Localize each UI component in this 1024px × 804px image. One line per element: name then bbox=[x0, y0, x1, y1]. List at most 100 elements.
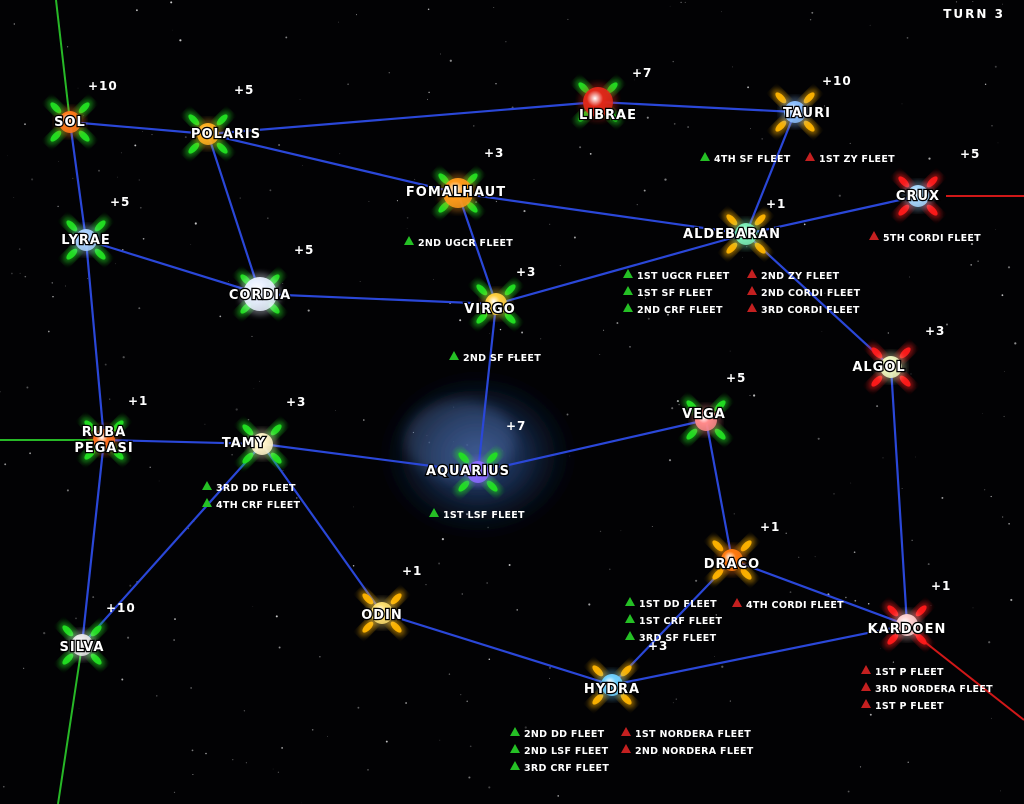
fleet-entry[interactable]: 1ST P FLEET bbox=[861, 665, 944, 678]
background-star bbox=[599, 530, 602, 533]
star-librae[interactable] bbox=[583, 87, 613, 117]
background-star bbox=[13, 196, 15, 198]
background-star bbox=[18, 248, 21, 250]
star-lyrae[interactable] bbox=[75, 229, 97, 251]
fleet-entry[interactable]: 2ND ZY FLEET bbox=[747, 269, 840, 282]
system-kardoen[interactable]: KARDOEN+1 bbox=[866, 579, 952, 651]
system-tamy[interactable]: TAMY+3 bbox=[221, 395, 307, 470]
system-hydra[interactable]: HYDRA+3 bbox=[583, 639, 668, 711]
system-silva[interactable]: SILVA+10 bbox=[56, 601, 136, 671]
star-tauri[interactable] bbox=[784, 101, 806, 123]
system-cordia[interactable]: CORDIA+5 bbox=[228, 243, 315, 320]
background-star bbox=[729, 350, 731, 352]
hyperlane bbox=[704, 419, 734, 561]
star-cordia[interactable] bbox=[243, 277, 277, 311]
background-star bbox=[251, 335, 253, 337]
fleet-name: 2ND UGCR FLEET bbox=[418, 238, 513, 249]
system-odin[interactable]: ODIN+1 bbox=[356, 564, 423, 639]
fleet-entry[interactable]: 1ST P FLEET bbox=[861, 699, 944, 712]
system-aquarius[interactable]: AQUARIUS+7 bbox=[425, 419, 526, 498]
hyperlane bbox=[611, 623, 908, 687]
background-star bbox=[466, 700, 468, 703]
star-aquarius[interactable] bbox=[467, 461, 489, 483]
star-silva[interactable] bbox=[71, 634, 93, 656]
star-tamy[interactable] bbox=[251, 433, 273, 455]
fleet-entry[interactable]: 4TH CRF FLEET bbox=[202, 498, 301, 511]
fleet-entry[interactable]: 1ST SF FLEET bbox=[623, 286, 713, 299]
fleet-name: 1ST UGCR FLEET bbox=[637, 271, 730, 282]
fleet-entry[interactable]: 2ND DD FLEET bbox=[510, 727, 605, 740]
fleet-entry[interactable]: 5TH CORDI FLEET bbox=[869, 231, 981, 244]
fleet-entry[interactable]: 1ST ZY FLEET bbox=[805, 152, 895, 165]
fleet-entry[interactable]: 1ST LSF FLEET bbox=[429, 508, 525, 521]
fleet-entry[interactable]: 3RD DD FLEET bbox=[202, 481, 296, 494]
background-star bbox=[363, 419, 365, 421]
background-star bbox=[838, 194, 841, 197]
system-librae[interactable]: LIBRAE+7 bbox=[572, 66, 653, 128]
system-name: ODIN bbox=[361, 608, 403, 623]
hyperlane bbox=[745, 233, 892, 368]
system-polaris[interactable]: POLARIS+5 bbox=[182, 83, 261, 160]
system-crux[interactable]: CRUX+5 bbox=[892, 147, 981, 222]
background-star bbox=[1004, 371, 1005, 372]
background-star bbox=[26, 386, 29, 389]
background-star bbox=[405, 702, 407, 704]
star-virgo[interactable] bbox=[485, 293, 507, 315]
background-star bbox=[559, 265, 561, 266]
background-star bbox=[573, 236, 576, 239]
star-ruba[interactable] bbox=[93, 429, 115, 451]
fleet-entry[interactable]: 1ST UGCR FLEET bbox=[623, 269, 730, 282]
star-kardoen[interactable] bbox=[896, 614, 918, 636]
background-star bbox=[941, 496, 944, 499]
background-star bbox=[205, 752, 207, 755]
star-algol[interactable] bbox=[880, 356, 902, 378]
fleet-entry[interactable]: 3RD CORDI FLEET bbox=[747, 303, 860, 316]
system-algol[interactable]: ALGOL+3 bbox=[851, 324, 945, 393]
fleet-entry[interactable]: 3RD NORDERA FLEET bbox=[861, 682, 993, 695]
system-draco[interactable]: DRACO+1 bbox=[703, 520, 781, 586]
background-star bbox=[179, 39, 182, 42]
system-vega[interactable]: VEGA+5 bbox=[680, 371, 747, 446]
star-vega[interactable] bbox=[695, 409, 717, 431]
background-star bbox=[301, 802, 302, 804]
fleet-entry[interactable]: 3RD CRF FLEET bbox=[510, 761, 609, 774]
system-virgo[interactable]: VIRGO+3 bbox=[463, 265, 536, 330]
star-aldebaran[interactable] bbox=[735, 223, 757, 245]
star-hydra[interactable] bbox=[601, 674, 623, 696]
system-sol[interactable]: SOL+10 bbox=[44, 79, 118, 148]
fleet-entry[interactable]: 2ND SF FLEET bbox=[449, 351, 541, 364]
fleet-entry[interactable]: 3RD SF FLEET bbox=[625, 631, 717, 644]
background-star bbox=[869, 713, 872, 716]
system-fomalhaut[interactable]: FOMALHAUT+3 bbox=[405, 146, 506, 219]
background-star bbox=[548, 666, 552, 669]
fleet-entry[interactable]: 2ND LSF FLEET bbox=[510, 744, 609, 757]
star-fomalhaut[interactable] bbox=[443, 178, 473, 208]
system-lyrae[interactable]: LYRAE+5 bbox=[60, 195, 131, 266]
background-star bbox=[994, 65, 997, 68]
system-tauri[interactable]: TAURI+10 bbox=[769, 74, 852, 138]
fleet-entry[interactable]: 1ST CRF FLEET bbox=[625, 614, 722, 627]
star-odin[interactable] bbox=[371, 602, 393, 624]
fleet-entry[interactable]: 4TH SF FLEET bbox=[700, 152, 791, 165]
fleet-entry[interactable]: 2ND CRF FLEET bbox=[623, 303, 723, 316]
star-draco[interactable] bbox=[721, 549, 743, 571]
fleet-entry[interactable]: 2ND NORDERA FLEET bbox=[621, 744, 754, 757]
fleet-entry[interactable]: 1ST DD FLEET bbox=[625, 597, 717, 610]
star-polaris[interactable] bbox=[197, 123, 219, 145]
fleet-entry[interactable]: 2ND UGCR FLEET bbox=[404, 236, 513, 249]
background-star bbox=[272, 768, 274, 770]
star-sol[interactable] bbox=[59, 111, 81, 133]
fleet-name: 3RD CORDI FLEET bbox=[761, 305, 860, 316]
star-crux[interactable] bbox=[907, 185, 929, 207]
background-star bbox=[187, 528, 189, 530]
system-aldebaran[interactable]: ALDEBARAN+1 bbox=[682, 197, 786, 260]
hyperlane bbox=[207, 100, 599, 136]
fleet-entry[interactable]: 4TH CORDI FLEET bbox=[732, 598, 844, 611]
fleet-name: 2ND ZY FLEET bbox=[761, 271, 840, 282]
background-star bbox=[459, 319, 462, 322]
system-name: ALGOL bbox=[852, 360, 905, 375]
fleet-entry[interactable]: 1ST NORDERA FLEET bbox=[621, 727, 751, 740]
fleet-entry[interactable]: 2ND CORDI FLEET bbox=[747, 286, 861, 299]
